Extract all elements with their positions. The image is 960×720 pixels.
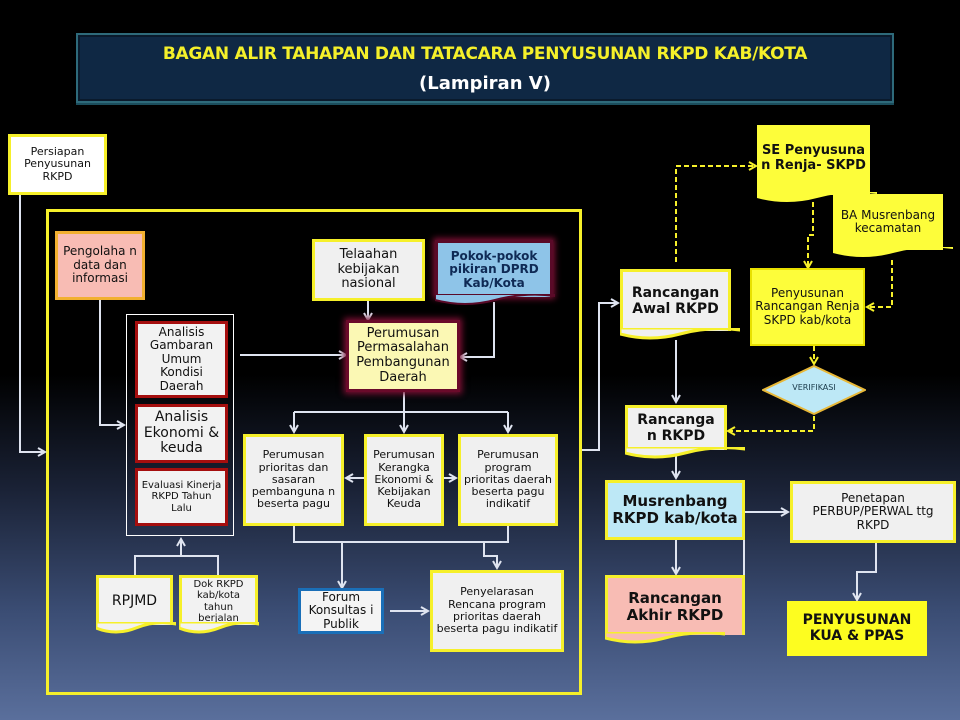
node-label: RPJMD — [111, 592, 158, 609]
node-dok-rkpd: Dok RKPD kab/kota tahun berjalan — [179, 575, 259, 634]
node-ba-musrenbang: BA Musrenbang kecamatan — [833, 194, 953, 257]
node-se-penyusunan-renja: SE Penyusuna n Renja- SKPD — [757, 125, 877, 202]
main-process-frame — [46, 209, 582, 695]
node-label: Pengolaha n data dan informasi — [63, 244, 137, 286]
node-label: Perumusan Kerangka Ekonomi & Kebijakan K… — [373, 448, 435, 511]
node-label: Rancangan Awal RKPD — [631, 284, 720, 317]
analysis-group-frame — [126, 314, 234, 536]
document-wave-shape — [435, 294, 555, 305]
node-analisis-ekonomi: Analisis Ekonomi & keuda — [135, 404, 228, 463]
node-label: Analisis Ekonomi & keuda — [143, 408, 220, 457]
node-penyelarasan: Penyelarasan Rencana program prioritas d… — [430, 570, 564, 652]
title-banner: BAGAN ALIR TAHAPAN DAN TATACARA PENYUSUN… — [76, 33, 894, 103]
node-telaahan-kebijakan: Telaahan kebijakan nasional — [312, 239, 425, 301]
node-rancangan-awal-rkpd: Rancangan Awal RKPD — [620, 269, 740, 340]
node-rancangan-rkpd: Rancanga n RKPD — [625, 405, 745, 459]
document-wave-shape — [605, 632, 725, 644]
node-rpjmd: RPJMD — [96, 575, 176, 634]
node-label: Dok RKPD kab/kota tahun berjalan — [193, 579, 244, 624]
node-label: Rancangan Akhir RKPD — [626, 588, 724, 624]
document-wave-shape — [757, 192, 877, 202]
node-label: Forum Konsultas i Publik — [308, 589, 374, 631]
document-wave-shape — [620, 328, 740, 340]
node-label: Evaluasi Kinerja RKPD Tahun Lalu — [141, 480, 222, 514]
node-penetapan-perbup: Penetapan PERBUP/PERWAL ttg RKPD — [790, 481, 956, 543]
node-evaluasi-kinerja: Evaluasi Kinerja RKPD Tahun Lalu — [135, 468, 228, 526]
node-label: Perumusan program prioritas daerah beser… — [464, 448, 552, 511]
node-perumusan-prioritas: Perumusan prioritas dan sasaran pembangu… — [243, 434, 344, 526]
node-label: Persiapan Penyusunan RKPD — [24, 145, 91, 183]
node-label: Perumusan Permasalahan Pembangunan Daera… — [356, 325, 450, 385]
node-perumusan-program: Perumusan program prioritas daerah beser… — [458, 434, 558, 526]
node-forum-konsultasi-publik: Forum Konsultas i Publik — [298, 588, 384, 634]
node-label: Musrenbang RKPD kab/kota — [612, 492, 738, 527]
decision-label: VERIFIKASI — [792, 383, 836, 392]
diagram-subtitle: (Lampiran V) — [419, 73, 551, 94]
node-label: Perumusan prioritas dan sasaran pembangu… — [251, 448, 336, 511]
document-wave-shape — [179, 622, 259, 634]
document-wave-shape — [96, 622, 176, 634]
node-label: BA Musrenbang kecamatan — [840, 207, 936, 235]
node-label: Rancanga n RKPD — [637, 412, 715, 444]
node-pokok-pikiran-dprd: Pokok-pokok pikiran DPRD Kab/Kota — [435, 240, 555, 305]
document-wave-shape — [625, 447, 745, 459]
node-label: Penyusunan Rancangan Renja SKPD kab/kota — [755, 285, 860, 327]
node-label: Analisis Gambaran Umum Kondisi Daerah — [149, 324, 214, 393]
node-persiapan-penyusunan: Persiapan Penyusunan RKPD — [8, 134, 107, 195]
node-rancangan-akhir-rkpd: Rancangan Akhir RKPD — [605, 575, 745, 644]
node-penyusunan-kua-ppas: PENYUSUNAN KUA & PPAS — [787, 601, 927, 656]
node-analisis-gambaran: Analisis Gambaran Umum Kondisi Daerah — [135, 321, 228, 398]
node-label: Penyelarasan Rencana program prioritas d… — [436, 585, 558, 636]
node-label: Telaahan kebijakan nasional — [337, 247, 400, 292]
node-pengolahan-data: Pengolaha n data dan informasi — [55, 231, 145, 300]
decision-verifikasi: VERIFIKASI — [760, 364, 868, 416]
node-perumusan-permasalahan: Perumusan Permasalahan Pembangunan Daera… — [346, 320, 460, 392]
node-label: SE Penyusuna n Renja- SKPD — [761, 143, 866, 173]
node-musrenbang-rkpd: Musrenbang RKPD kab/kota — [605, 480, 745, 540]
node-label: Pokok-pokok pikiran DPRD Kab/Kota — [449, 248, 539, 290]
node-perumusan-kerangka: Perumusan Kerangka Ekonomi & Kebijakan K… — [364, 434, 444, 526]
document-wave-shape — [833, 247, 953, 257]
diagram-title: BAGAN ALIR TAHAPAN DAN TATACARA PENYUSUN… — [162, 44, 808, 64]
node-penyusunan-rancangan-renja: Penyusunan Rancangan Renja SKPD kab/kota — [750, 268, 865, 346]
node-label: PENYUSUNAN KUA & PPAS — [802, 611, 912, 644]
diamond-shape — [760, 364, 868, 416]
node-label: Penetapan PERBUP/PERWAL ttg RKPD — [812, 490, 934, 532]
